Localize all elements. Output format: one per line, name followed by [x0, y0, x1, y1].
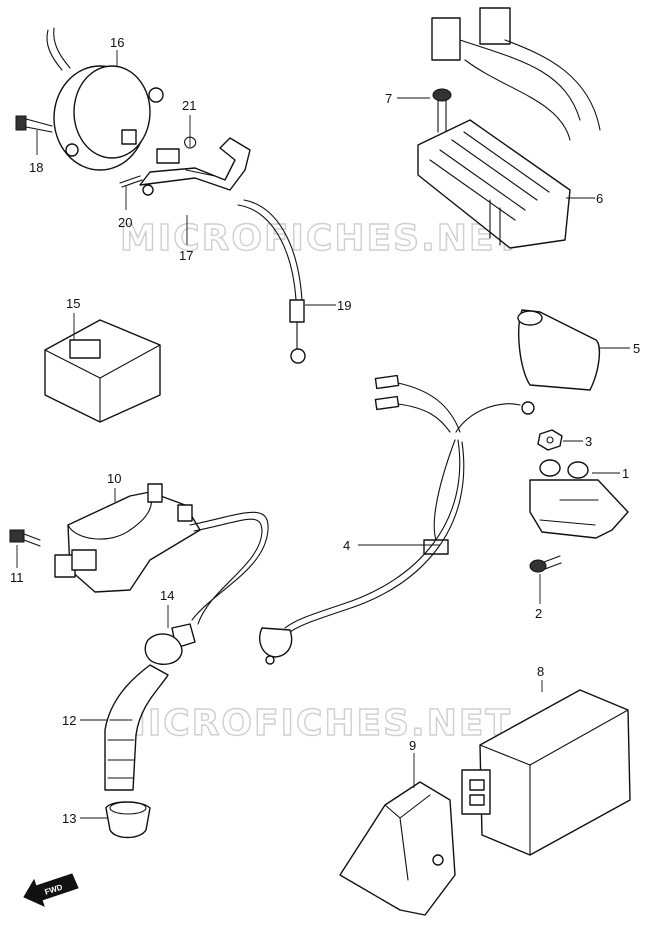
callout-6: 6: [596, 191, 603, 206]
ignitor-unit-part[interactable]: [461, 689, 631, 856]
bolt-7-part[interactable]: [432, 88, 452, 133]
callout-10: 10: [107, 471, 121, 486]
callout-14: 14: [160, 588, 174, 603]
callout-17: 17: [179, 248, 193, 263]
pin-20-part[interactable]: [119, 175, 143, 188]
ignition-coil-part[interactable]: [54, 483, 201, 593]
starter-relay-part[interactable]: [529, 459, 629, 539]
callout-19: 19: [337, 298, 351, 313]
callout-12: 12: [62, 713, 76, 728]
watermark-bottom: MICROFICHES.NET: [110, 703, 512, 744]
callout-8: 8: [537, 664, 544, 679]
bracket-part[interactable]: [139, 137, 251, 196]
bracket-9-part[interactable]: [339, 781, 456, 916]
callout-9: 9: [409, 738, 416, 753]
callout-20: 20: [118, 215, 132, 230]
callout-4: 4: [343, 538, 350, 553]
bolt-11-part[interactable]: [9, 529, 41, 547]
callout-3: 3: [585, 434, 592, 449]
leader-lines: [16, 50, 630, 819]
regulator-rectifier-part[interactable]: [417, 7, 601, 249]
plug-cap-part[interactable]: [104, 664, 169, 791]
boot-14-part[interactable]: [144, 623, 196, 666]
fwd-arrow-icon: FWD: [23, 873, 79, 907]
wiring-harness-part[interactable]: [258, 374, 535, 665]
watermark-top: MICROFICHES.NET: [120, 218, 522, 259]
callout-21: 21: [182, 98, 196, 113]
ht-lead-part[interactable]: [189, 511, 269, 625]
callout-7: 7: [385, 91, 392, 106]
callout-labels: 16 18 21 20 17 19 7 6 15 5 3 1 2 4 10 11…: [10, 35, 640, 826]
speed-cable-part[interactable]: [237, 199, 306, 364]
callout-1: 1: [622, 466, 629, 481]
callout-15: 15: [66, 296, 80, 311]
callout-16: 16: [110, 35, 124, 50]
callout-18: 18: [29, 160, 43, 175]
relay-15-part[interactable]: [44, 319, 161, 423]
bolt-2-part[interactable]: [529, 555, 562, 573]
callout-5: 5: [633, 341, 640, 356]
cover-13-part[interactable]: [105, 801, 151, 839]
clip-21-part[interactable]: [184, 136, 197, 149]
callout-13: 13: [62, 811, 76, 826]
cap-5-part[interactable]: [517, 309, 601, 391]
nut-3-part[interactable]: [537, 429, 563, 451]
callout-2: 2: [535, 606, 542, 621]
bolt-18-part[interactable]: [15, 115, 53, 133]
pickup-coil-part[interactable]: [46, 27, 164, 171]
callout-11: 11: [10, 570, 24, 585]
